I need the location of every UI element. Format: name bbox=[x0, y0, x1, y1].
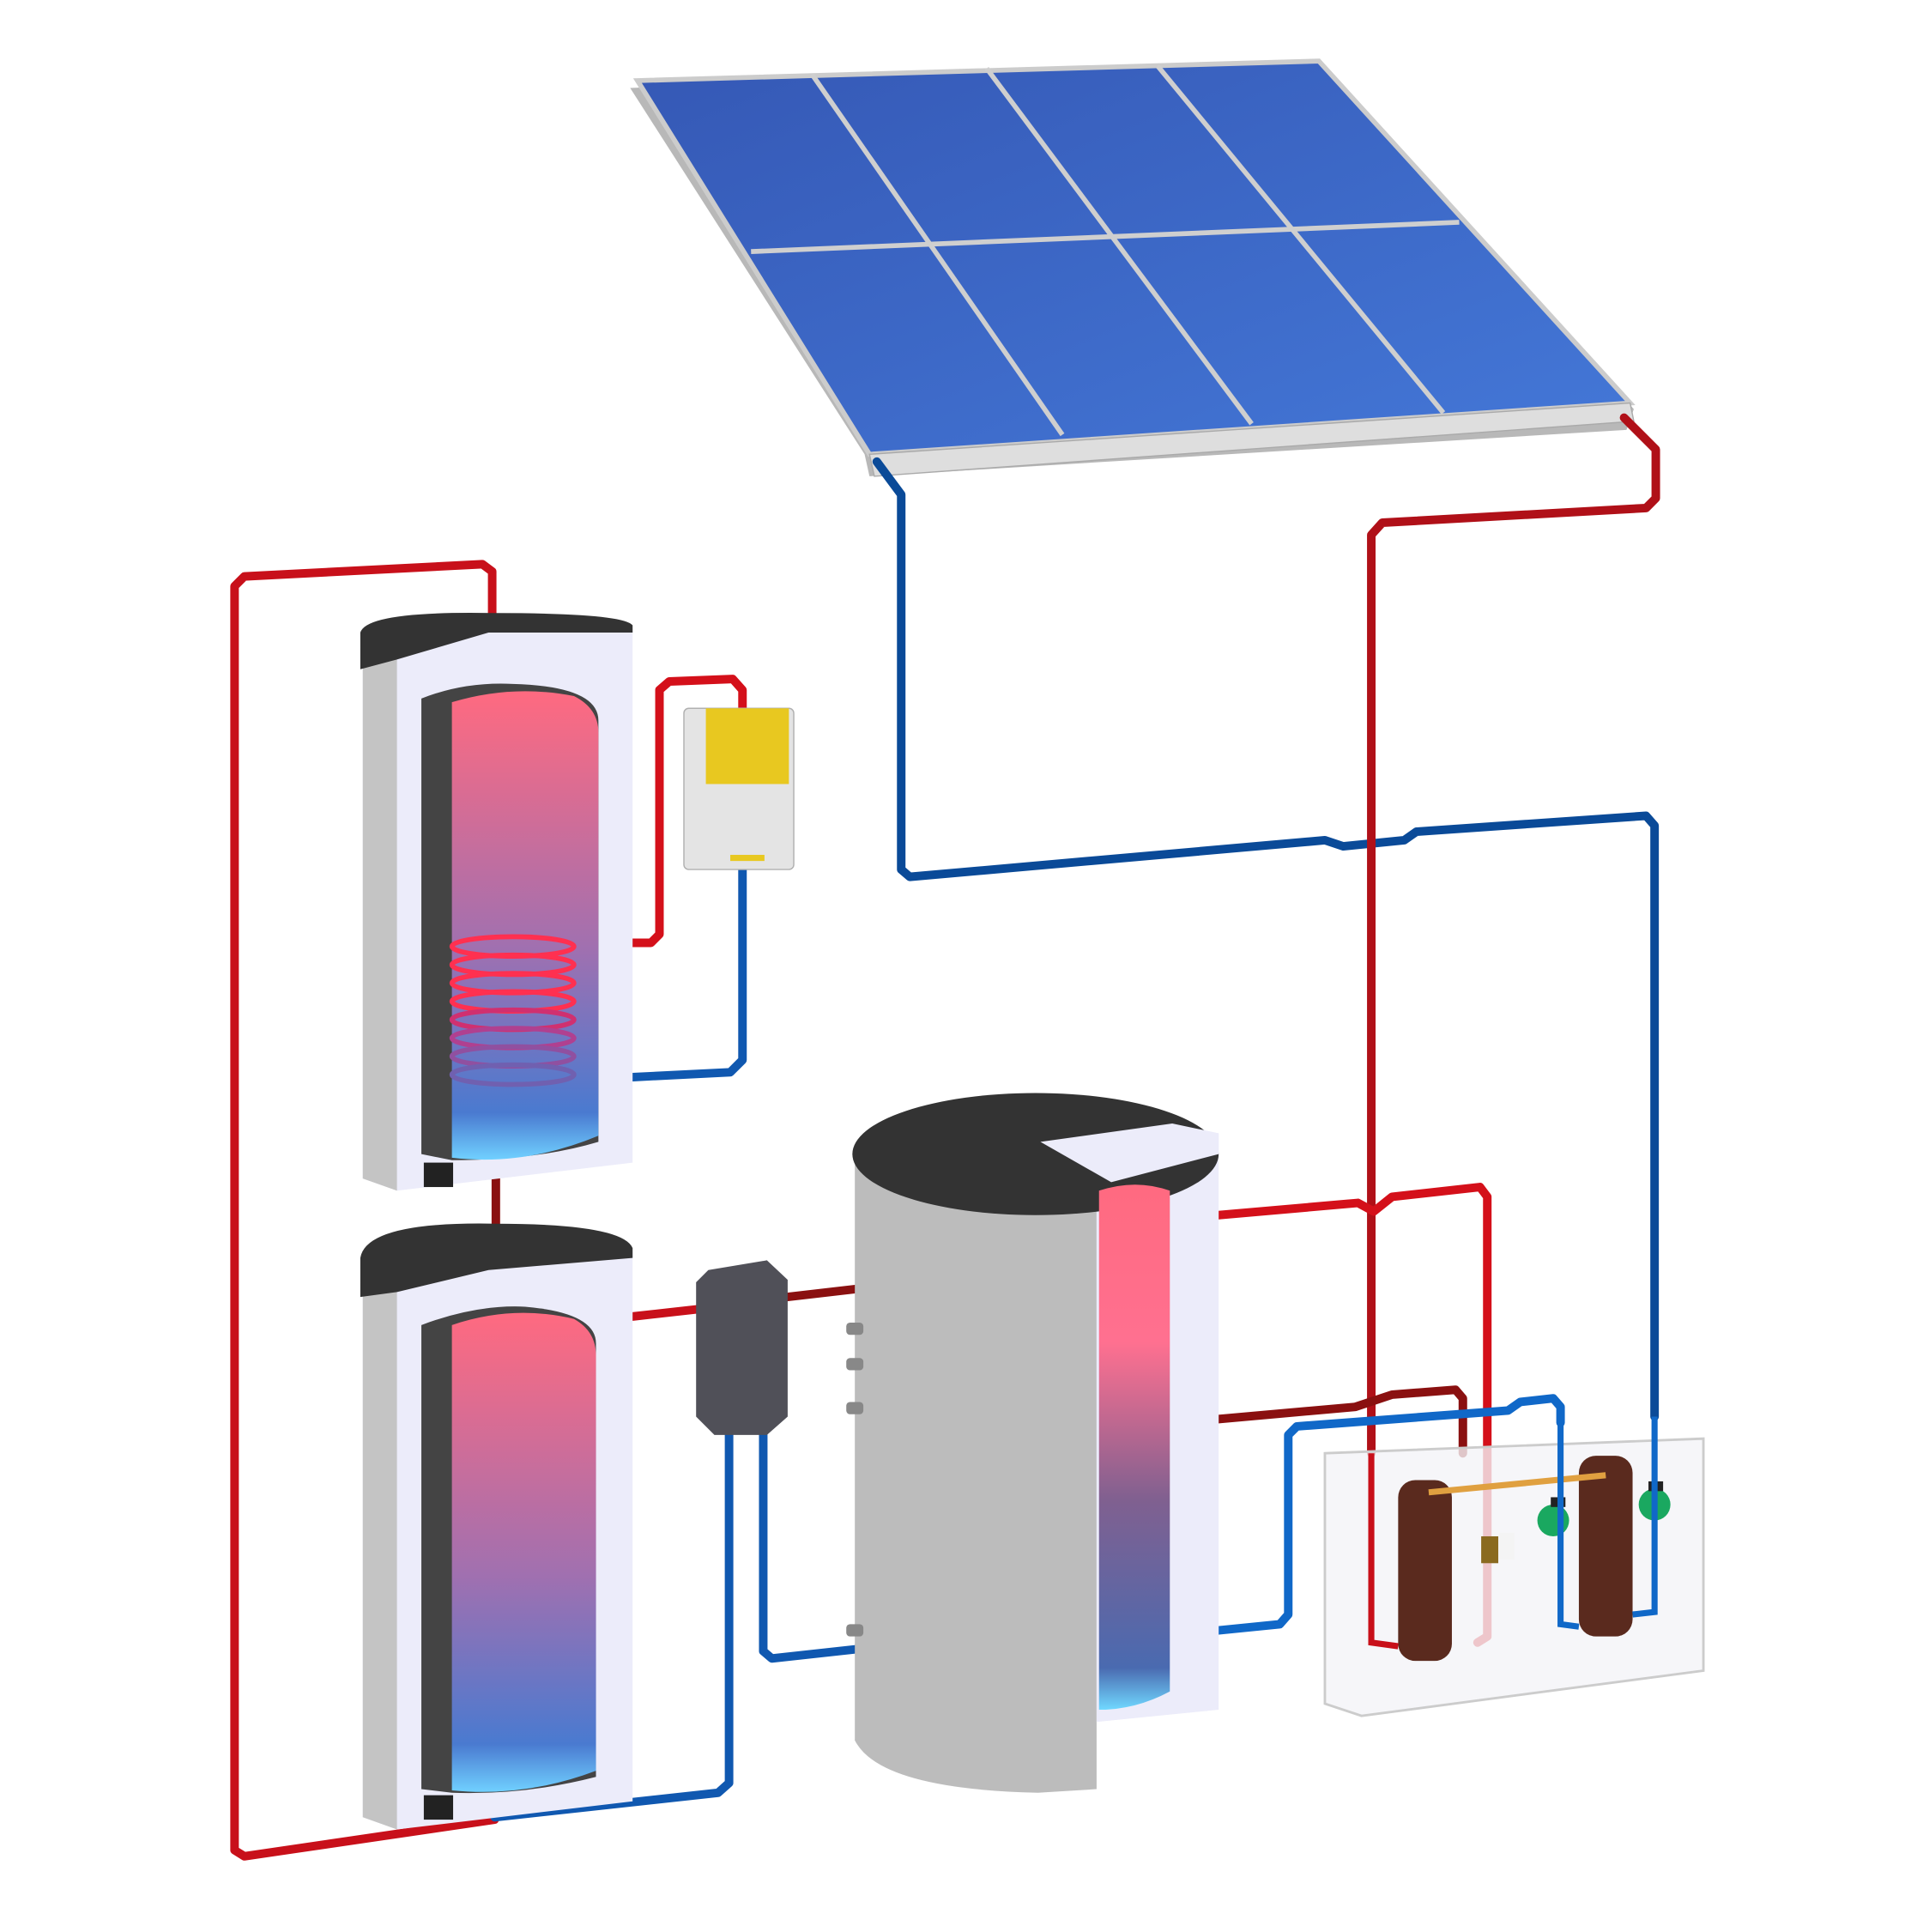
storage-tank-upper bbox=[360, 613, 633, 1191]
valve-buffer-pipe bbox=[783, 1284, 866, 1302]
solar-collector-array bbox=[630, 58, 1636, 477]
valve-cold-pipe-b bbox=[759, 1430, 866, 1663]
solar-flow-pipe bbox=[1367, 413, 1660, 1458]
pump-station bbox=[1323, 1416, 1705, 1717]
pipe-network bbox=[230, 413, 1660, 1861]
buffer-ports bbox=[846, 1322, 864, 1637]
heating-loop-hot bbox=[230, 560, 499, 1861]
storage-tank-lower bbox=[360, 1223, 633, 1830]
heat-exchanger-left bbox=[1398, 1480, 1452, 1662]
heating-coil bbox=[449, 934, 577, 1087]
pump-left-icon bbox=[1537, 1504, 1569, 1536]
controller-cold-pipe bbox=[628, 865, 747, 1081]
buffer-cold-pipe bbox=[1214, 1394, 1565, 1635]
valve-hot-pipe bbox=[628, 1305, 704, 1321]
heat-exchanger-right bbox=[1578, 1456, 1633, 1637]
boiler-controller bbox=[683, 707, 795, 870]
panel-dividers bbox=[751, 64, 1460, 437]
buffer-tank bbox=[846, 1093, 1219, 1793]
valve-box bbox=[696, 1260, 788, 1435]
solar-return-pipe bbox=[872, 457, 1660, 1421]
valve-cold-pipe-a bbox=[490, 1430, 734, 1822]
controller-hot-pipe bbox=[628, 675, 747, 948]
buffer-mid-pipe bbox=[1214, 1385, 1467, 1458]
